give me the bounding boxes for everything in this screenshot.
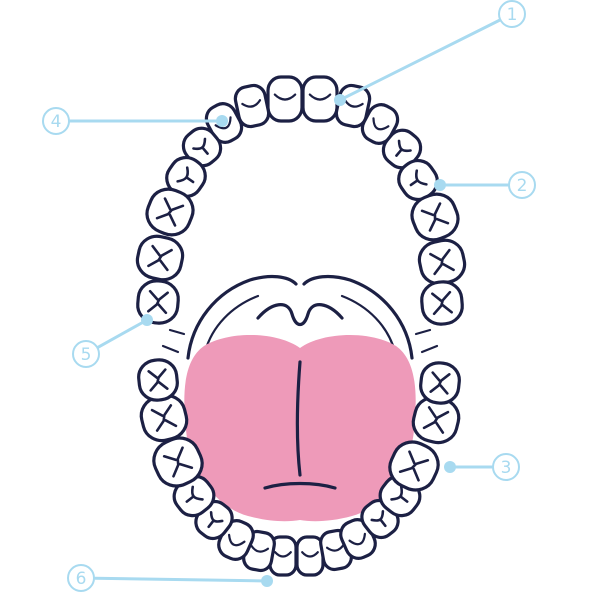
gum-mark-right (414, 328, 432, 336)
upper-tooth-1 (266, 75, 304, 123)
upper-tooth-12 (410, 192, 460, 242)
upper-tooth-15 (136, 279, 180, 325)
callout-2-number: 2 (517, 176, 528, 196)
callout-4-marker (216, 115, 228, 127)
upper-tooth-11 (145, 187, 195, 237)
upper-tooth-16 (420, 280, 464, 326)
lower-tooth-16 (419, 361, 461, 405)
gum-mark-left-2 (161, 344, 180, 354)
upper-arch (135, 75, 467, 326)
upper-tooth-13 (135, 234, 185, 282)
tongue-body (184, 334, 416, 522)
lower-arch (137, 358, 461, 577)
uvula (256, 303, 344, 327)
upper-tooth-6 (360, 103, 400, 145)
callout-2-badge (508, 171, 536, 199)
callout-6-badge (67, 564, 95, 592)
palate (161, 274, 439, 360)
callout-3-badge (492, 453, 520, 481)
callout-5: 5 (72, 314, 153, 368)
callout-3: 3 (444, 453, 520, 481)
callout-layer: 1 2 3 4 5 6 (42, 0, 536, 592)
callout-5-leader (96, 318, 149, 349)
upper-tooth-14 (417, 238, 467, 286)
callout-3-marker (444, 461, 456, 473)
callout-5-marker (141, 314, 153, 326)
callout-6-number: 6 (76, 569, 87, 589)
tongue (184, 334, 416, 522)
callout-4-number: 4 (51, 112, 62, 132)
tongue-tip-fold (263, 481, 337, 490)
callout-5-badge (72, 340, 100, 368)
upper-tooth-2 (301, 75, 339, 123)
tongue-midline (295, 360, 302, 477)
callout-4-badge (42, 107, 70, 135)
upper-tooth-4 (334, 83, 372, 129)
callout-1-badge (498, 0, 526, 28)
callout-2: 2 (434, 171, 536, 199)
upper-tooth-3 (233, 83, 271, 129)
callout-2-marker (434, 179, 446, 191)
palate-right-fold (302, 274, 414, 360)
callout-4: 4 (42, 107, 228, 135)
callout-1: 1 (334, 0, 526, 106)
lower-tooth-12 (388, 440, 440, 492)
callout-1-marker (334, 94, 346, 106)
callout-6-marker (261, 575, 273, 587)
callout-1-leader (338, 18, 501, 102)
callout-3-number: 3 (501, 458, 512, 478)
callout-1-number: 1 (507, 5, 518, 25)
gum-mark-right-2 (420, 344, 439, 354)
callout-6: 6 (67, 564, 273, 592)
callout-6-leader (93, 576, 269, 583)
gum-mark-left (168, 328, 186, 336)
lower-tooth-15 (137, 358, 179, 402)
palate-left-fold (186, 274, 298, 360)
upper-tooth-8 (381, 128, 423, 170)
callout-5-number: 5 (81, 345, 92, 365)
